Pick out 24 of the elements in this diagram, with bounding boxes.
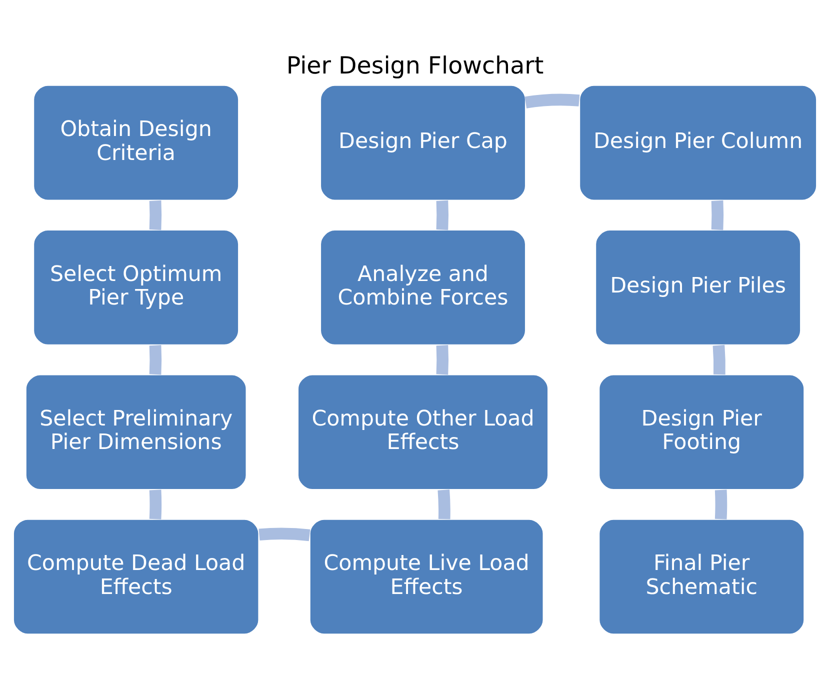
node-box: Select Optimum Pier Type bbox=[32, 228, 240, 346]
connector bbox=[438, 489, 450, 519]
connector bbox=[436, 344, 448, 374]
node-box: Compute Live Load Effects bbox=[309, 518, 544, 634]
node-box: Design Pier Piles bbox=[594, 228, 802, 346]
node-box: Compute Dead Load Effects bbox=[12, 518, 260, 634]
node-box: Select Preliminary Pier Dimensions bbox=[25, 374, 247, 490]
connector bbox=[524, 93, 580, 108]
connector bbox=[714, 489, 728, 519]
diagram-title: Pier Design Flowchart bbox=[286, 50, 544, 79]
node-box: Design Pier Footing bbox=[598, 374, 805, 490]
node-box: Obtain Design Criteria bbox=[32, 84, 240, 200]
node-box: Compute Other Load Effects bbox=[297, 374, 549, 490]
node-box: Analyze and Combine Forces bbox=[320, 228, 526, 346]
connector bbox=[258, 527, 310, 541]
connector bbox=[149, 344, 162, 374]
connector bbox=[149, 200, 162, 230]
node-box: Design Pier Column bbox=[578, 84, 818, 200]
connector bbox=[712, 344, 726, 374]
node-box: Final Pier Schematic bbox=[598, 518, 805, 634]
connector bbox=[436, 200, 448, 230]
connector bbox=[149, 489, 162, 519]
connector bbox=[711, 200, 724, 230]
node-box: Design Pier Cap bbox=[320, 84, 526, 200]
